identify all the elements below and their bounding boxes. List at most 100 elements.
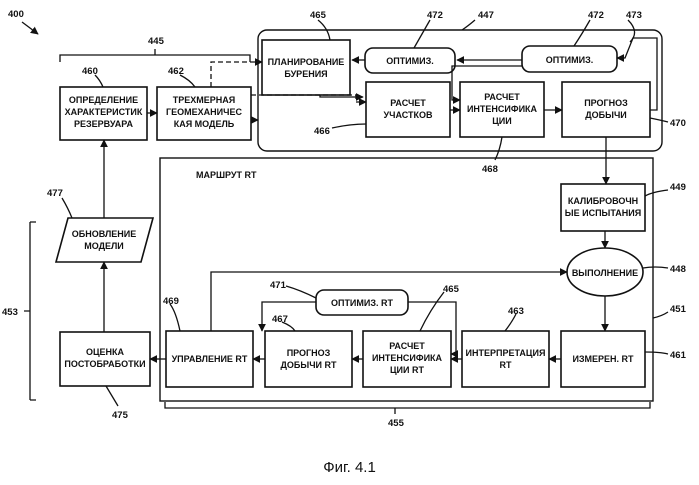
svg-text:ХАРАКТЕРИСТИК: ХАРАКТЕРИСТИК [65,107,143,117]
svg-text:ЦИИ: ЦИИ [492,116,512,126]
svg-text:ОЦЕНКА: ОЦЕНКА [86,347,125,357]
svg-text:ИНТЕРПРЕТАЦИЯ: ИНТЕРПРЕТАЦИЯ [466,348,546,358]
box-optrt-label: ОПТИМИЗ. RT [331,298,394,308]
ref-470: 470 [670,118,686,129]
leader-449 [645,190,668,196]
arrow-geo-to-drill [211,62,262,87]
box-meas-label: ИЗМЕРЕН. RT [572,354,634,364]
ref-465a: 465 [310,10,327,21]
box-geo-line-2: ГЕОМЕХАНИЧЕС [166,107,242,117]
box-geo-line-3: КАЯ МОДЕЛЬ [174,119,235,129]
svg-text:РЕЗЕРВУАРА: РЕЗЕРВУАРА [74,119,133,129]
ref-400: 400 [8,9,24,20]
ref-472b: 472 [588,10,604,21]
brace-453 [24,222,36,400]
ref-448: 448 [670,264,686,275]
ref-475: 475 [112,410,129,421]
leader-472b [574,20,590,46]
box-stim-line-1: РАСЧЕТ [484,92,520,102]
leader-473 [628,20,635,42]
box-rt-measurement: ИЗМЕРЕН. RT [561,331,645,387]
svg-text:ЫЕ ИСПЫТАНИЯ: ЫЕ ИСПЫТАНИЯ [565,208,641,218]
svg-text:РАСЧЕТ: РАСЧЕТ [484,92,520,102]
route-label: МАРШРУТ RT [196,170,257,180]
svg-text:ПЛАНИРОВАНИЕ: ПЛАНИРОВАНИЕ [268,57,345,67]
ref-466: 466 [314,126,330,137]
box-production-forecast: ПРОГНОЗ ДОБЫЧИ [562,82,650,137]
svg-text:ПОСТОБРАБОТКИ: ПОСТОБРАБОТКИ [64,359,145,369]
svg-text:ДОБЫЧИ: ДОБЫЧИ [585,110,626,120]
box-prodrt-line-1: ПРОГНОЗ [287,348,331,358]
ref-451: 451 [670,304,687,315]
svg-text:ИНТЕНСИФИКА: ИНТЕНСИФИКА [467,104,538,114]
box-execution: ВЫПОЛНЕНИЕ [567,248,643,296]
ref-469: 469 [163,296,179,307]
ref-462: 462 [168,66,184,77]
svg-text:КАЛИБРОВОЧН: КАЛИБРОВОЧН [568,196,638,206]
brace-455 [165,402,650,414]
box-site-line-1: РАСЧЕТ [390,98,426,108]
box-prod-line-1: ПРОГНОЗ [584,98,628,108]
box-reservoir-line-1: ОПРЕДЕЛЕНИЕ [69,95,138,105]
svg-text:МОДЕЛИ: МОДЕЛИ [84,241,124,251]
svg-text:КАЯ МОДЕЛЬ: КАЯ МОДЕЛЬ [174,119,235,129]
leader-451 [653,312,668,318]
arrow-geo-to-site [251,95,366,102]
ref-461: 461 [670,350,687,361]
ref-473: 473 [626,10,642,21]
box-update-line-2: МОДЕЛИ [84,241,124,251]
box-post-processing-evaluation: ОЦЕНКА ПОСТОБРАБОТКИ [60,332,150,386]
box-reservoir-line-2: ХАРАКТЕРИСТИК [65,107,143,117]
svg-text:RT: RT [500,360,512,370]
leader-471 [286,286,316,298]
box-prodrt-line-2: ДОБЫЧИ RT [281,360,337,370]
box-optimize-1-label: ОПТИМИЗ. [386,56,434,66]
ref-467: 467 [272,314,288,325]
box-stimrt-line-1: РАСЧЕТ [389,341,425,351]
box-interp-line-2: RT [500,360,512,370]
leader-468 [495,137,502,160]
box-model-update: ОБНОВЛЕНИЕ МОДЕЛИ [56,218,153,262]
ref-449: 449 [670,182,686,193]
leader-448 [643,267,668,268]
box-optimize-2-label: ОПТИМИЗ. [546,55,594,65]
ref-455: 455 [388,418,405,429]
box-update-line-1: ОБНОВЛЕНИЕ [72,229,137,239]
svg-text:БУРЕНИЯ: БУРЕНИЯ [284,69,327,79]
svg-text:РАСЧЕТ: РАСЧЕТ [390,98,426,108]
svg-text:ОПРЕДЕЛЕНИЕ: ОПРЕДЕЛЕНИЕ [69,95,138,105]
brace-445 [60,55,250,62]
box-reservoir-characterization: ОПРЕДЕЛЕНИЕ ХАРАКТЕРИСТИК РЕЗЕРВУАРА [60,87,147,140]
box-post-line-2: ПОСТОБРАБОТКИ [64,359,145,369]
svg-text:ПРОГНОЗ: ПРОГНОЗ [584,98,628,108]
svg-text:УЧАСТКОВ: УЧАСТКОВ [384,110,433,120]
box-stim-line-3: ЦИИ [492,116,512,126]
ref-445: 445 [148,36,165,47]
box-calib-line-1: КАЛИБРОВОЧН [568,196,638,206]
leader-469 [170,304,180,331]
ref-468: 468 [482,164,498,175]
svg-text:РАСЧЕТ: РАСЧЕТ [389,341,425,351]
box-execution-label: ВЫПОЛНЕНИЕ [572,268,638,278]
svg-text:ГЕОМЕХАНИЧЕС: ГЕОМЕХАНИЧЕС [166,107,242,117]
box-geo-line-1: ТРЕХМЕРНАЯ [173,95,235,105]
box-stimrt-line-3: ЦИИ RT [390,365,425,375]
svg-text:ДОБЫЧИ RT: ДОБЫЧИ RT [281,360,337,370]
ref-400-arrow [22,22,38,34]
box-calibration-tests: КАЛИБРОВОЧН ЫЕ ИСПЫТАНИЯ [561,184,645,231]
svg-text:ТРЕХМЕРНАЯ: ТРЕХМЕРНАЯ [173,95,235,105]
box-rt-production-forecast: ПРОГНОЗ ДОБЫЧИ RT [265,331,352,387]
ref-477: 477 [47,188,63,199]
leader-466 [332,124,366,128]
ref-447: 447 [478,10,494,21]
leader-461 [645,352,668,354]
box-ctrl-label: УПРАВЛЕНИЕ RT [172,354,248,364]
ref-453: 453 [2,307,18,318]
leader-470 [650,118,668,122]
box-calib-line-2: ЫЕ ИСПЫТАНИЯ [565,208,641,218]
box-site-calculation: РАСЧЕТ УЧАСТКОВ [366,82,450,137]
box-drill-line-1: ПЛАНИРОВАНИЕ [268,57,345,67]
leader-447 [462,20,475,30]
ref-471: 471 [270,280,287,291]
